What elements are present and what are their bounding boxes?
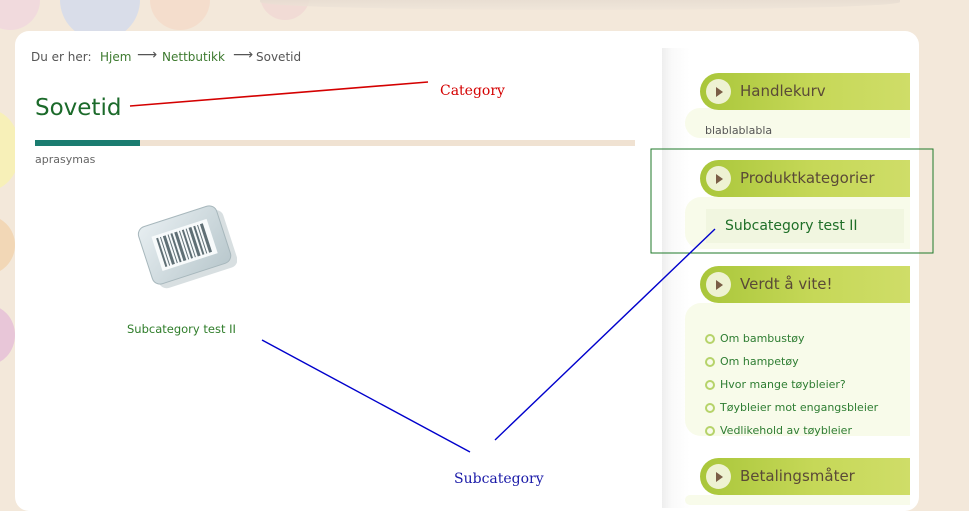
cart-widget-title: Handlekurv [740,82,826,100]
breadcrumb-separator: ⟶ [233,47,254,63]
cart-widget-body [685,108,910,138]
bullet-icon [705,402,715,413]
category-item[interactable]: Subcategory test II [706,209,904,243]
info-widget-title: Verdt å vite! [740,275,833,293]
categories-widget-header[interactable]: Produktkategorier [700,160,910,197]
cart-text: blablablabla [705,124,773,137]
breadcrumb-link-home[interactable]: Hjem [100,50,132,64]
bullet-icon [705,379,715,390]
info-link[interactable]: Vedlikehold av tøybleier [705,419,878,442]
category-item-label: Subcategory test II [725,218,858,234]
play-icon [706,272,731,297]
info-widget-body [685,303,910,436]
info-link[interactable]: Tøybleier mot engangsbleier [705,396,878,419]
info-link[interactable]: Om bambustøy [705,327,878,350]
categories-widget-title: Produktkategorier [740,169,875,187]
bg-bubble [0,0,40,30]
info-link[interactable]: Hvor mange tøybleier? [705,373,878,396]
breadcrumb-separator: ⟶ [137,47,158,63]
bullet-icon [705,356,715,367]
bullet-icon [705,333,715,344]
bg-bubble [0,215,15,275]
product-card[interactable]: Subcategory test II [115,200,245,336]
top-shadow [260,0,900,10]
info-link[interactable]: Om hampetøy [705,350,878,373]
play-icon [706,166,731,191]
info-widget-header[interactable]: Verdt å vite! [700,266,910,303]
play-icon [706,464,731,489]
title-underline [35,140,635,146]
bg-bubble [150,0,210,30]
breadcrumb-current: Sovetid [256,50,302,64]
cart-widget-header[interactable]: Handlekurv [700,73,910,110]
breadcrumb-prefix: Du er her: [31,50,92,64]
product-name-link[interactable]: Subcategory test II [127,322,236,336]
bg-bubble [0,305,15,365]
payment-widget-title: Betalingsmåter [740,467,855,485]
page-title: Sovetid [35,95,122,121]
barcode-icon[interactable] [127,200,238,289]
payment-widget-body [685,495,910,505]
breadcrumb-link-shop[interactable]: Nettbutikk [162,50,225,64]
info-link-list: Om bambustøy Om hampetøy Hvor mange tøyb… [705,327,878,442]
play-icon [706,79,731,104]
page-subtitle: aprasymas [35,153,96,166]
title-underline-accent [35,140,140,146]
bullet-icon [705,425,715,436]
subcategory-annotation: Subcategory [454,471,544,487]
payment-widget-header[interactable]: Betalingsmåter [700,458,910,495]
category-annotation: Category [440,83,505,99]
